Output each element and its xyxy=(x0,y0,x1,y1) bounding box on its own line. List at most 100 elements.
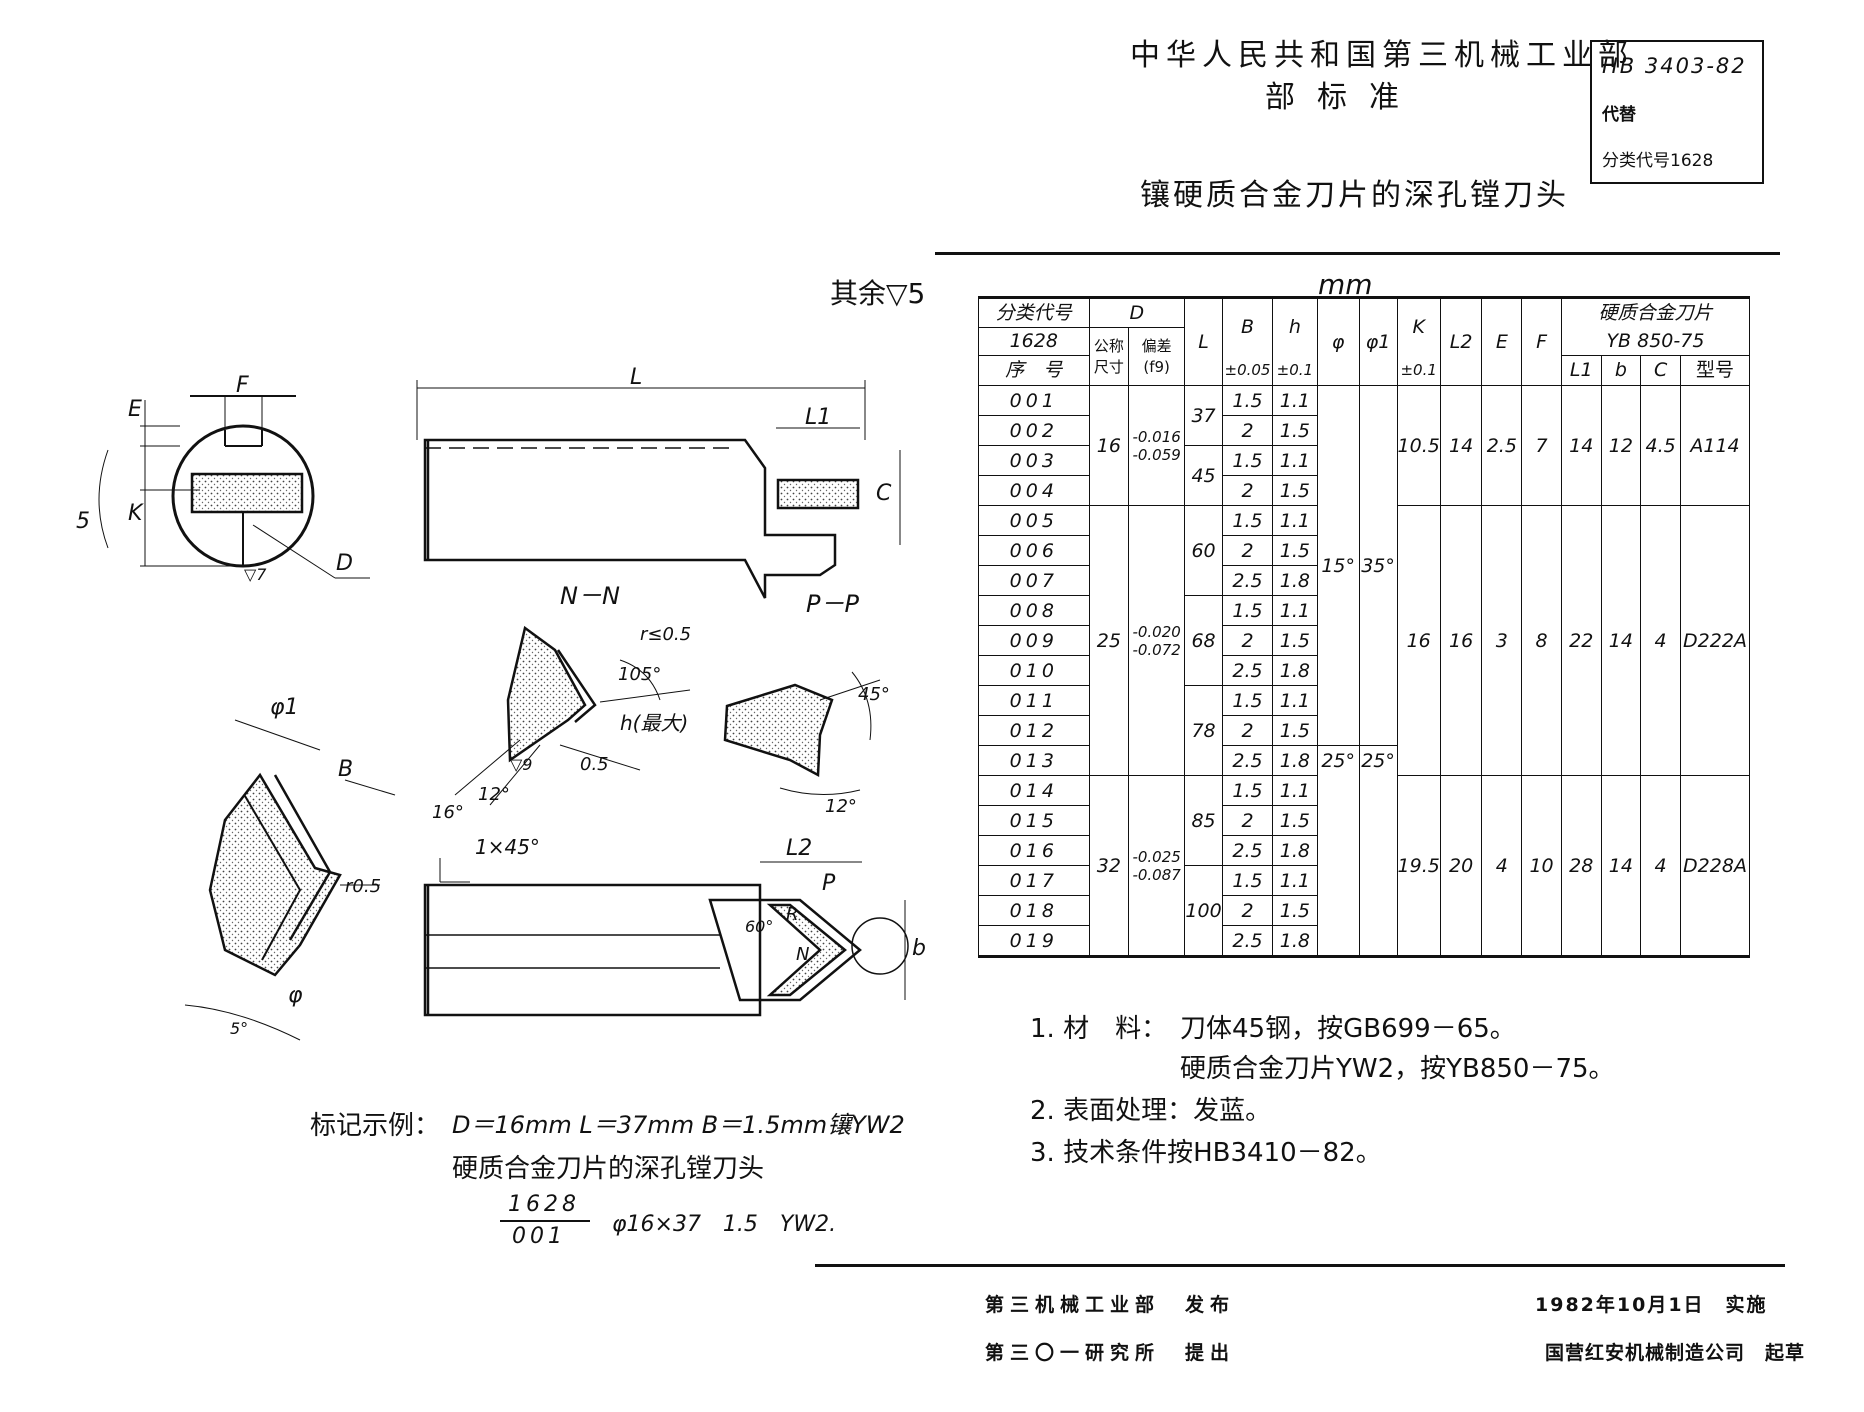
drawing-labels: F E K 5 ▽7 D L L1 C N－N P－P r≤0.5 105° h… xyxy=(76,365,926,1038)
note-2: 2. 表面处理：发蓝。 xyxy=(1030,1096,1272,1126)
header-b: b xyxy=(1600,355,1642,386)
h-value: 1.1 xyxy=(1271,385,1318,416)
header-B-tol: ±0.05 xyxy=(1222,355,1273,386)
phi1-value-a: 35° xyxy=(1358,385,1398,746)
header-h-tol: ±0.1 xyxy=(1271,355,1318,386)
header-E: E xyxy=(1481,297,1523,386)
row-no: 012 xyxy=(978,715,1090,746)
label-R: R xyxy=(786,904,799,925)
type-value: D228A xyxy=(1680,775,1750,957)
D-nominal: 16 xyxy=(1088,385,1130,506)
label-L1: L1 xyxy=(805,405,831,430)
B-value: 1.5 xyxy=(1222,505,1273,536)
header-h: h xyxy=(1271,297,1318,356)
K-value: 16 xyxy=(1396,505,1441,776)
h-value: 1.1 xyxy=(1271,685,1318,716)
row-no: 001 xyxy=(978,385,1090,416)
header-K-tol: ±0.1 xyxy=(1396,355,1441,386)
h-value: 1.8 xyxy=(1271,925,1318,957)
header-F: F xyxy=(1521,297,1562,386)
header-D: D xyxy=(1088,297,1186,328)
example-text-1: D＝16mm L＝37mm B＝1.5mm镶YW2 xyxy=(452,1111,905,1139)
row-no: 006 xyxy=(978,535,1090,566)
footer-date: 1982年10月1日 实施 xyxy=(1535,1294,1768,1316)
row-no: 019 xyxy=(978,925,1090,957)
header-type: 型号 xyxy=(1680,355,1750,386)
B-value: 2.5 xyxy=(1222,745,1273,776)
header-seq: 序 号 xyxy=(978,355,1090,386)
example-label: 标记示例： xyxy=(310,1111,441,1141)
L-value: 85 xyxy=(1184,775,1224,866)
header-L1: L1 xyxy=(1560,355,1602,386)
h-value: 1.8 xyxy=(1271,745,1318,776)
header-class: 分类代号 xyxy=(978,297,1090,328)
header-phi: φ xyxy=(1316,297,1360,386)
row-no: 009 xyxy=(978,625,1090,656)
bottom-view xyxy=(423,858,909,1017)
label-E: E xyxy=(128,397,142,422)
section-N-N xyxy=(454,625,691,806)
label-D: D xyxy=(336,551,353,576)
example-text-2: 硬质合金刀片的深孔镗刀头 xyxy=(452,1154,765,1184)
spec-table: 分类代号 D L B h φ φ1 K L2 E F 硬质合金刀片 1628 公… xyxy=(978,296,1751,958)
standard-code: HB 3403-82 xyxy=(1602,54,1747,78)
label-phi: φ xyxy=(288,983,303,1008)
header-D-deviation: 偏差(f9) xyxy=(1128,327,1186,386)
h-value: 1.1 xyxy=(1271,775,1318,806)
L-value: 78 xyxy=(1184,685,1224,776)
h-value: 1.5 xyxy=(1271,895,1318,926)
L-value: 45 xyxy=(1184,445,1224,506)
note-3: 3. 技术条件按HB3410－82。 xyxy=(1030,1138,1382,1168)
h-value: 1.5 xyxy=(1271,805,1318,836)
L-value: 100 xyxy=(1184,865,1224,957)
footer-drafter: 国营红安机械制造公司 起草 xyxy=(1545,1342,1806,1364)
row-no: 018 xyxy=(978,895,1090,926)
label-C: C xyxy=(876,481,892,506)
E-value: 3 xyxy=(1481,505,1523,776)
row-no: 003 xyxy=(978,445,1090,476)
L-value: 37 xyxy=(1184,385,1224,446)
D-nominal: 32 xyxy=(1088,775,1130,957)
ministry-name: 中华人民共和国第三机械工业部 xyxy=(1130,38,1634,73)
B-value: 2.5 xyxy=(1222,565,1273,596)
header-phi1: φ1 xyxy=(1358,297,1398,386)
row-no: 007 xyxy=(978,565,1090,596)
K-value: 19.5 xyxy=(1396,775,1441,957)
surface-note: 其余▽5 xyxy=(830,277,926,310)
L2-value: 16 xyxy=(1439,505,1483,776)
F-value: 8 xyxy=(1521,505,1562,776)
B-value: 2 xyxy=(1222,715,1273,746)
row-no: 008 xyxy=(978,595,1090,626)
D-nominal: 25 xyxy=(1088,505,1130,776)
B-value: 2.5 xyxy=(1222,925,1273,957)
h-value: 1.5 xyxy=(1271,625,1318,656)
E-value: 2.5 xyxy=(1481,385,1523,506)
B-value: 1.5 xyxy=(1222,685,1273,716)
h-value: 1.8 xyxy=(1271,835,1318,866)
type-value: A114 xyxy=(1680,385,1750,506)
L-value: 68 xyxy=(1184,595,1224,686)
B-value: 1.5 xyxy=(1222,445,1273,476)
B-value: 1.5 xyxy=(1222,595,1273,626)
D-deviation: -0.016-0.059 xyxy=(1128,385,1186,506)
label-105: 105° xyxy=(618,664,661,685)
row-no: 004 xyxy=(978,475,1090,506)
label-N-N: N－N xyxy=(560,582,620,610)
B-value: 2.5 xyxy=(1222,655,1273,686)
label-chamfer: 1×45° xyxy=(475,835,540,859)
label-N: N xyxy=(796,944,809,965)
header-B: B xyxy=(1222,297,1273,356)
label-tri7: ▽7 xyxy=(244,565,267,584)
label-0.5: 0.5 xyxy=(580,754,609,775)
F-value: 10 xyxy=(1521,775,1562,957)
document-title: 镶硬质合金刀片的深孔镗刀头 xyxy=(1140,178,1569,213)
h-value: 1.8 xyxy=(1271,565,1318,596)
h-value: 1.5 xyxy=(1271,475,1318,506)
c-value: 4 xyxy=(1640,505,1681,776)
header-insert: 硬质合金刀片 xyxy=(1560,297,1751,328)
c-value: 4 xyxy=(1640,775,1681,957)
L1-value: 22 xyxy=(1560,505,1602,776)
L1-value: 28 xyxy=(1560,775,1602,957)
phi-value-b: 25° xyxy=(1316,745,1360,957)
standard-code-box: HB 3403-82 代替 分类代号1628 xyxy=(1590,40,1764,184)
